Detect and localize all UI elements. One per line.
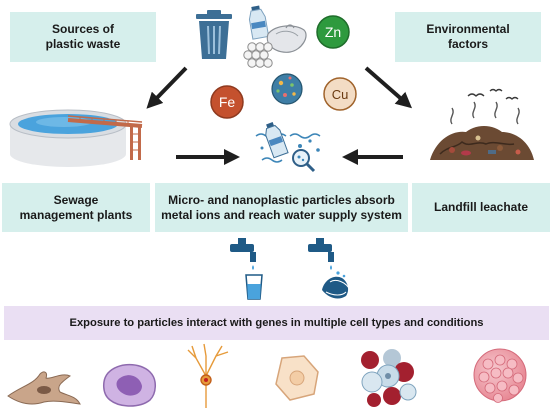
tumor-cell-cluster-icon [361, 349, 417, 407]
arrow-to-landfill [364, 66, 413, 109]
beads-icon [243, 42, 273, 68]
fibroblast-cell-icon [7, 371, 81, 405]
zinc-ion-icon: Zn [316, 15, 350, 49]
copper-ion-icon: Cu [323, 77, 357, 111]
zinc-label: Zn [325, 24, 341, 40]
iron-label: Fe [219, 94, 236, 110]
epithelial-cell-icon [275, 355, 319, 401]
iron-ion-icon: Fe [210, 85, 244, 119]
landfill-label: Landfill leachate [433, 200, 529, 214]
microplastic-water-icon [255, 122, 321, 163]
microplastic-absorb-box: Micro- and nanoplastic particles absorb … [155, 183, 408, 232]
faucet-icon [308, 238, 334, 270]
plastic-bag-icon [266, 24, 307, 53]
copper-label: Cu [332, 87, 349, 102]
plastic-bottle-icon [248, 5, 270, 40]
water-glass-icon [245, 274, 263, 300]
sewage-plants-box: Sewage management plants [2, 183, 150, 232]
spheroid-cell-icon [473, 348, 527, 403]
sewage-label: Sewage management plants [19, 192, 133, 222]
immune-cell-icon [103, 363, 156, 407]
environmental-label: Environmental factors [426, 22, 510, 51]
sources-label: Sources of plastic waste [45, 22, 121, 51]
neuron-cell-icon [187, 343, 229, 408]
micro-label: Micro- and nanoplastic particles absorb … [161, 192, 402, 222]
landfill-icon [430, 101, 534, 160]
exposure-label: Exposure to particles interact with gene… [69, 317, 484, 329]
sources-of-plastic-waste-box: Sources of plastic waste [10, 12, 156, 62]
exposure-box: Exposure to particles interact with gene… [4, 306, 549, 340]
hand-washing-icon [322, 271, 351, 299]
sewage-plant-icon [9, 109, 143, 167]
landfill-leachate-box: Landfill leachate [412, 183, 550, 232]
arrow-to-sewage [146, 66, 188, 109]
microplastic-particle-icon [271, 73, 303, 105]
trash-bin-icon [196, 10, 232, 59]
magnifier-icon [292, 149, 316, 173]
environmental-factors-box: Environmental factors [395, 12, 541, 62]
bird-icon [467, 88, 519, 100]
faucet-icon [230, 238, 256, 270]
